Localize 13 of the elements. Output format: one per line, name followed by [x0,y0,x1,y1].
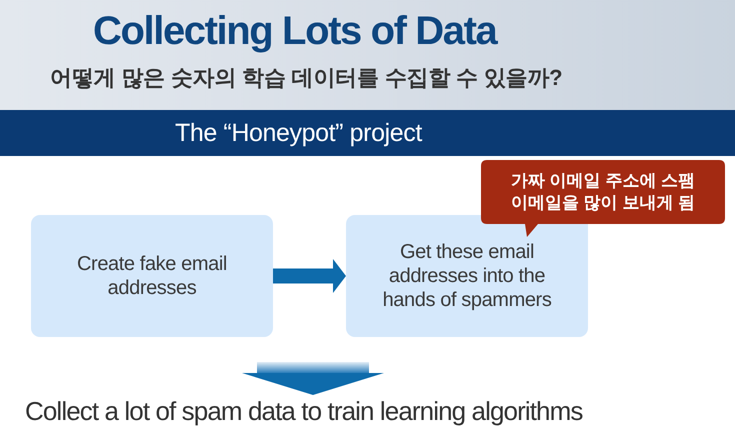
slide-title: Collecting Lots of Data [93,8,496,55]
callout-text: 가짜 이메일 주소에 스팸 이메일을 많이 보내게 됨 [510,170,696,214]
result-text: Collect a lot of spam data to train learning algorithms [25,395,582,427]
process-box [31,215,273,337]
slide-subtitle: 어떻게 많은 숫자의 학습 데이터를 수집할 수 있을까? [50,64,562,92]
arrow [242,362,384,395]
band-heading: The “Honeypot” project [175,118,422,148]
process-box [346,215,588,337]
box-text: Create fake email addresses [76,252,228,300]
box-text: Get these email addresses into the hands of spammers [382,240,552,312]
arrow [273,259,346,293]
heading-band [0,110,735,156]
callout-bubble [481,160,725,237]
